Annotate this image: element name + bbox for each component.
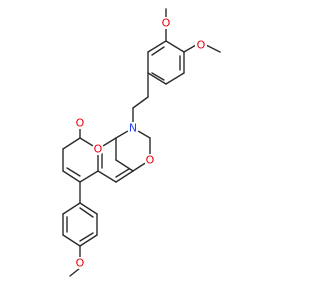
methoxy-oxygen-top-label: O: [162, 17, 171, 30]
lactone-oxygen-label: O: [94, 143, 103, 156]
oxazine-nitrogen-label: N: [129, 122, 137, 135]
oxazine-oxygen-label: O: [146, 154, 155, 167]
carbonyl-oxygen-label: O: [76, 117, 85, 130]
methoxy-oxygen-bottom-label: O: [76, 257, 85, 270]
methoxy-oxygen-right-label: O: [197, 39, 206, 52]
chemical-structure-diagram: O O N O O O O: [62, 8, 221, 277]
atom-labels: O O N O O O O: [74, 17, 207, 270]
